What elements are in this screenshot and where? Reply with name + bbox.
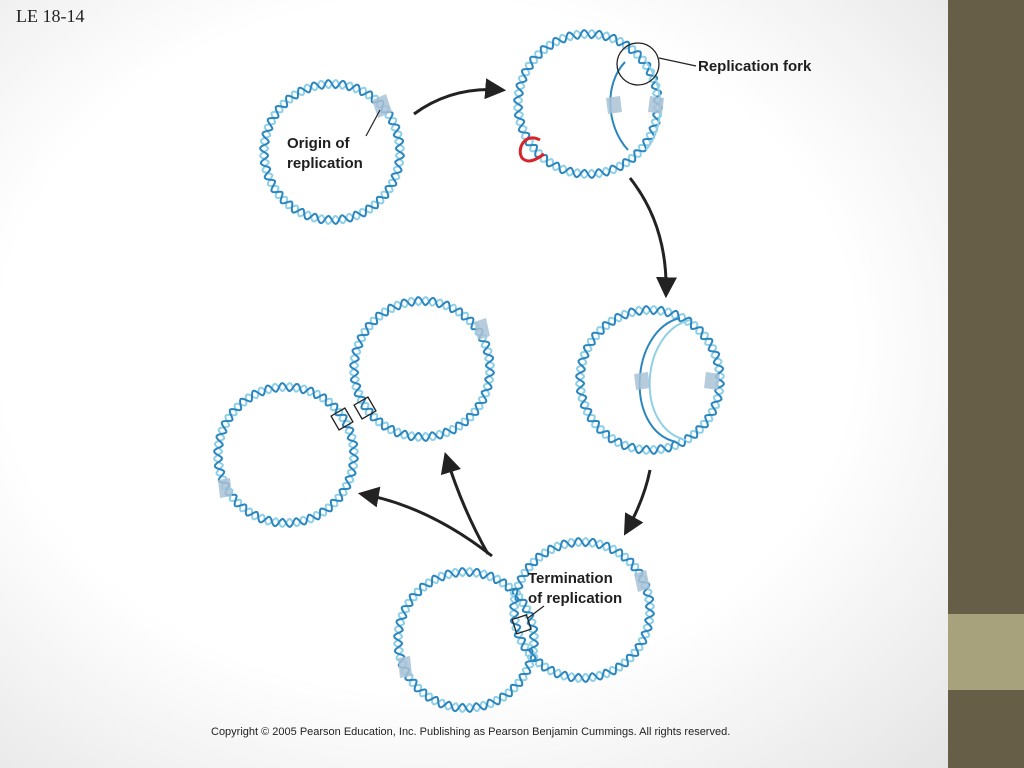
ligation-box <box>353 396 377 420</box>
origin-marker <box>372 94 392 118</box>
termination-label-line2: of replication <box>528 590 622 607</box>
stage-fork-initiation: Replication fork <box>513 29 812 179</box>
termination-pointer-line <box>527 605 545 619</box>
slide-canvas <box>0 0 948 768</box>
termination-box <box>511 614 532 635</box>
fork-pointer-line <box>658 57 697 67</box>
origin-marker <box>474 318 490 340</box>
fork-label: Replication fork <box>698 58 812 75</box>
origin-marker <box>398 656 412 678</box>
slide-title: LE 18-14 <box>16 6 85 26</box>
origin-label-line2: replication <box>287 155 363 172</box>
arrow-1 <box>413 78 507 116</box>
dna-strand <box>513 29 663 179</box>
dna-strand <box>213 382 359 528</box>
origin-marker <box>634 570 650 592</box>
sidebar-accent-block <box>948 614 1024 690</box>
dna-circle <box>513 29 663 179</box>
arrow-5 <box>440 451 490 555</box>
replication-enzyme <box>518 136 545 163</box>
dna-circle <box>349 296 495 442</box>
stage-theta-structure <box>575 305 725 455</box>
dna-strand <box>393 567 539 713</box>
dna-circle <box>259 79 405 225</box>
stage-daughter-circles <box>213 296 495 528</box>
arrow-2 <box>628 177 677 299</box>
stage-termination: Termination of replication <box>393 537 655 713</box>
ligation-box <box>330 407 354 431</box>
dna-circle <box>393 567 539 713</box>
origin-label-line1: Origin of <box>287 135 350 152</box>
origin-marker <box>218 478 232 498</box>
dna-circle <box>213 382 359 528</box>
origin-pointer-line <box>365 109 381 137</box>
dna-strand <box>509 537 655 683</box>
replication-diagram: Origin of replication Replication fork T… <box>211 29 812 738</box>
dna-strand <box>349 296 495 442</box>
origin-marker <box>634 372 650 390</box>
dna-strand <box>259 79 405 225</box>
fork-highlight-circle <box>616 42 660 86</box>
arrow-3 <box>623 469 652 536</box>
origin-marker <box>704 372 720 390</box>
arrow-4 <box>357 486 493 558</box>
copyright-notice: Copyright © 2005 Pearson Education, Inc.… <box>211 726 730 738</box>
theta-inner-strand <box>648 319 691 441</box>
termination-label-line1: Termination <box>528 570 613 587</box>
origin-marker <box>648 96 664 114</box>
stage-parent-circle: Origin of replication <box>259 79 405 225</box>
dna-circle <box>509 537 655 683</box>
origin-marker <box>606 96 622 114</box>
